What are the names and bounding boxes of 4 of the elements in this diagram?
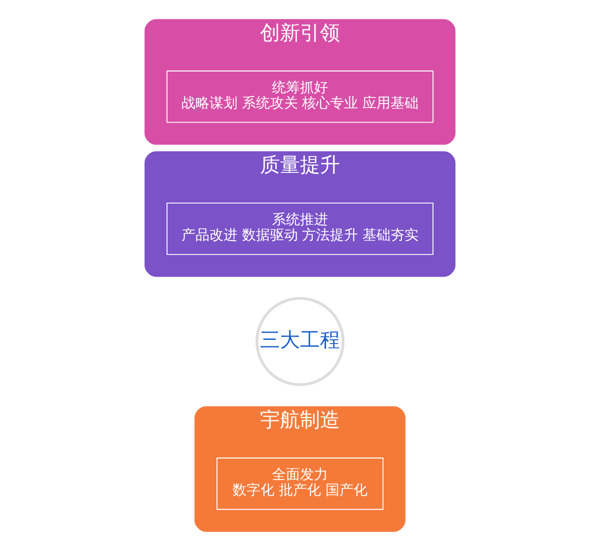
node-box: 统筹抓好 战略谋划 系统攻关 核心专业 应用基础 (166, 70, 434, 123)
node-box: 全面发力 数字化 批产化 国产化 (216, 458, 384, 510)
node-circle: 三大工程 (256, 297, 344, 386)
node-box: 系统推进 产品改进 数据驱动 方法提升 基础夯实 (166, 202, 434, 255)
